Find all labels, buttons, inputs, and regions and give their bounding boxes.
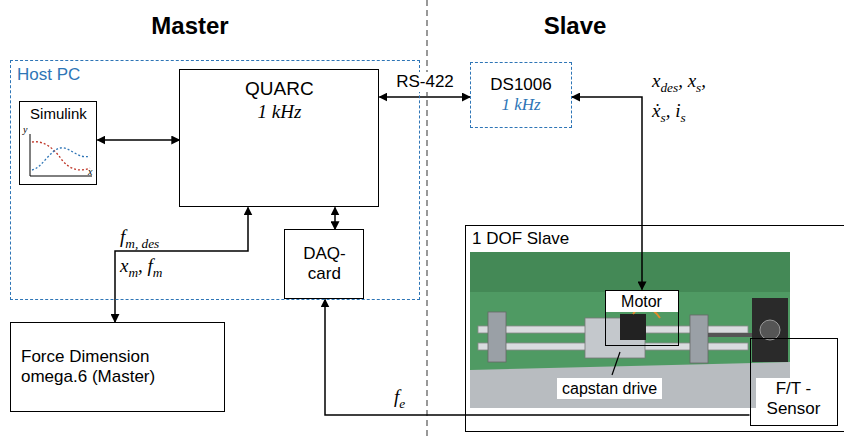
node-text: Simulink	[30, 105, 87, 123]
node-text: 1 DOF Slave	[472, 229, 569, 249]
plot-curve	[32, 142, 90, 170]
sensor-box: F/T - Sensor	[750, 338, 838, 426]
link-label: RS-422	[393, 72, 457, 92]
signal-name: xdes, xs,	[652, 70, 706, 96]
hardware-box: DAQ-card	[284, 229, 364, 299]
motor-box: Motor	[605, 290, 679, 346]
subscript: s	[660, 110, 665, 125]
plot-axis	[30, 176, 92, 177]
subscript: e	[399, 396, 405, 411]
part-name: capstan drive	[557, 378, 662, 399]
divider-line	[426, 0, 427, 439]
subscript: des	[660, 80, 678, 95]
subscript: m, des	[125, 236, 159, 251]
motor-body	[620, 314, 646, 340]
photo-shade	[470, 252, 790, 292]
node-text: Host PC	[17, 65, 80, 85]
signal-name: fe	[394, 386, 405, 412]
base-plate	[470, 362, 790, 408]
subscript: m	[128, 265, 138, 280]
photo-ground	[470, 252, 790, 408]
process-box: QUARC1 kHz	[179, 69, 379, 207]
axis-label: y	[23, 124, 27, 136]
section-title: Master	[151, 12, 228, 41]
connector	[572, 97, 642, 290]
slave-photo	[470, 252, 790, 408]
signal-name: fm, des	[120, 226, 159, 252]
sensor-mount	[752, 298, 788, 362]
slave-box: 1 DOF SlaveMotorF/T - Sensor	[465, 225, 844, 432]
threaded-rod	[708, 333, 752, 337]
connector	[97, 139, 179, 141]
plot-curve	[32, 148, 90, 170]
subscript: s	[696, 80, 701, 95]
end-block	[488, 312, 506, 362]
connector	[325, 299, 750, 415]
signal-name: ẋs, is	[652, 100, 686, 126]
node-text: QUARC	[245, 78, 314, 101]
node-text: DAQ-card	[298, 244, 350, 285]
subscript: s	[680, 110, 685, 125]
simulink-plot	[30, 134, 92, 176]
axis-label: x	[88, 166, 92, 178]
region-box: Host PC Simulink QUARC1 kHzDAQ-card	[10, 60, 420, 300]
connector	[115, 207, 248, 322]
connector	[379, 96, 470, 98]
connector	[334, 207, 336, 229]
node-text: Motor	[606, 291, 678, 312]
subscript: m	[153, 265, 163, 280]
device-box: Force Dimension omega.6 (Master)	[10, 322, 225, 412]
node-text: Force Dimension omega.6 (Master)	[21, 347, 181, 388]
software-box: Simulink	[19, 101, 97, 185]
signal-name: xm, fm	[120, 255, 162, 281]
end-block	[690, 315, 708, 363]
leader-line	[612, 352, 620, 375]
plot-axis	[30, 134, 31, 176]
section-title: Slave	[544, 12, 607, 41]
node-text: DS1006	[490, 75, 551, 95]
node-text: 1 kHz	[501, 95, 540, 115]
node-text: F/T - Sensor	[756, 378, 832, 421]
node-text: 1 kHz	[257, 101, 301, 124]
controller-box: DS10061 kHz	[470, 62, 572, 128]
